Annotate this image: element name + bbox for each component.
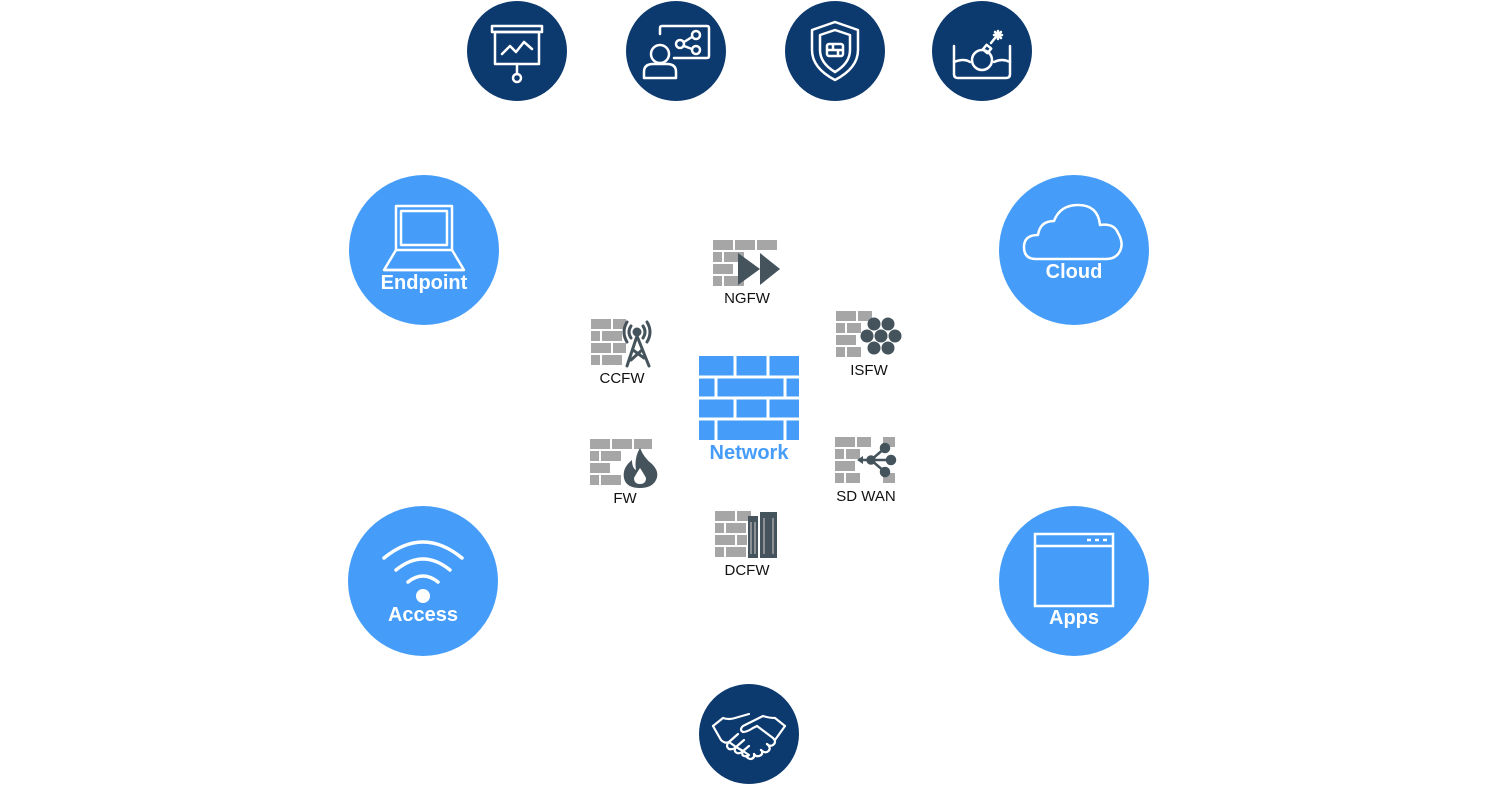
isfw-label: ISFW	[850, 362, 888, 379]
apps-label: Apps	[1049, 607, 1099, 629]
isfw-item: ISFW	[819, 310, 919, 379]
handshake-circle	[699, 684, 799, 784]
ngfw-item: NGFW	[697, 240, 797, 307]
cloud-icon	[1022, 203, 1123, 261]
cloud-circle: Cloud	[999, 175, 1149, 325]
ccfw-item: CCFW	[572, 318, 672, 387]
hexagon-cluster-icon	[836, 311, 902, 357]
app-window-icon	[1033, 532, 1115, 608]
user-share-icon	[642, 24, 711, 80]
handshake-icon	[711, 712, 787, 761]
ccfw-label: CCFW	[599, 370, 645, 387]
network-center: Network	[699, 356, 799, 476]
wifi-icon	[382, 540, 464, 603]
fw-item: FW	[575, 438, 675, 507]
dcfw-label: DCFW	[724, 562, 770, 579]
endpoint-label: Endpoint	[380, 272, 468, 294]
sdwan-item: SD WAN	[816, 436, 916, 505]
user-share-circle	[626, 1, 726, 101]
apps-circle: Apps	[999, 506, 1149, 656]
cell-tower-icon	[591, 319, 652, 368]
shield-fortinet-icon	[810, 20, 860, 82]
server-rack-icon	[715, 511, 777, 558]
presentation-chart-circle	[467, 1, 567, 101]
ngfw-label: NGFW	[724, 290, 770, 307]
access-label: Access	[387, 604, 459, 626]
dcfw-item: DCFW	[697, 510, 797, 579]
network-label: Network	[709, 442, 789, 464]
endpoint-circle: Endpoint	[349, 175, 499, 325]
presentation-chart-icon	[490, 24, 544, 84]
bomb-sandbox-circle	[932, 1, 1032, 101]
shield-fortinet-circle	[785, 1, 885, 101]
bomb-sandbox-icon	[952, 29, 1012, 80]
network-branch-icon	[835, 437, 897, 483]
sdwan-label: SD WAN	[836, 488, 896, 505]
fw-label: FW	[613, 490, 637, 507]
cloud-label: Cloud	[1045, 261, 1103, 283]
access-circle: Access	[348, 506, 498, 656]
flame-icon	[590, 439, 658, 488]
laptop-icon	[382, 204, 466, 272]
fast-forward-icon	[713, 240, 780, 286]
brick-wall-icon	[699, 356, 799, 440]
